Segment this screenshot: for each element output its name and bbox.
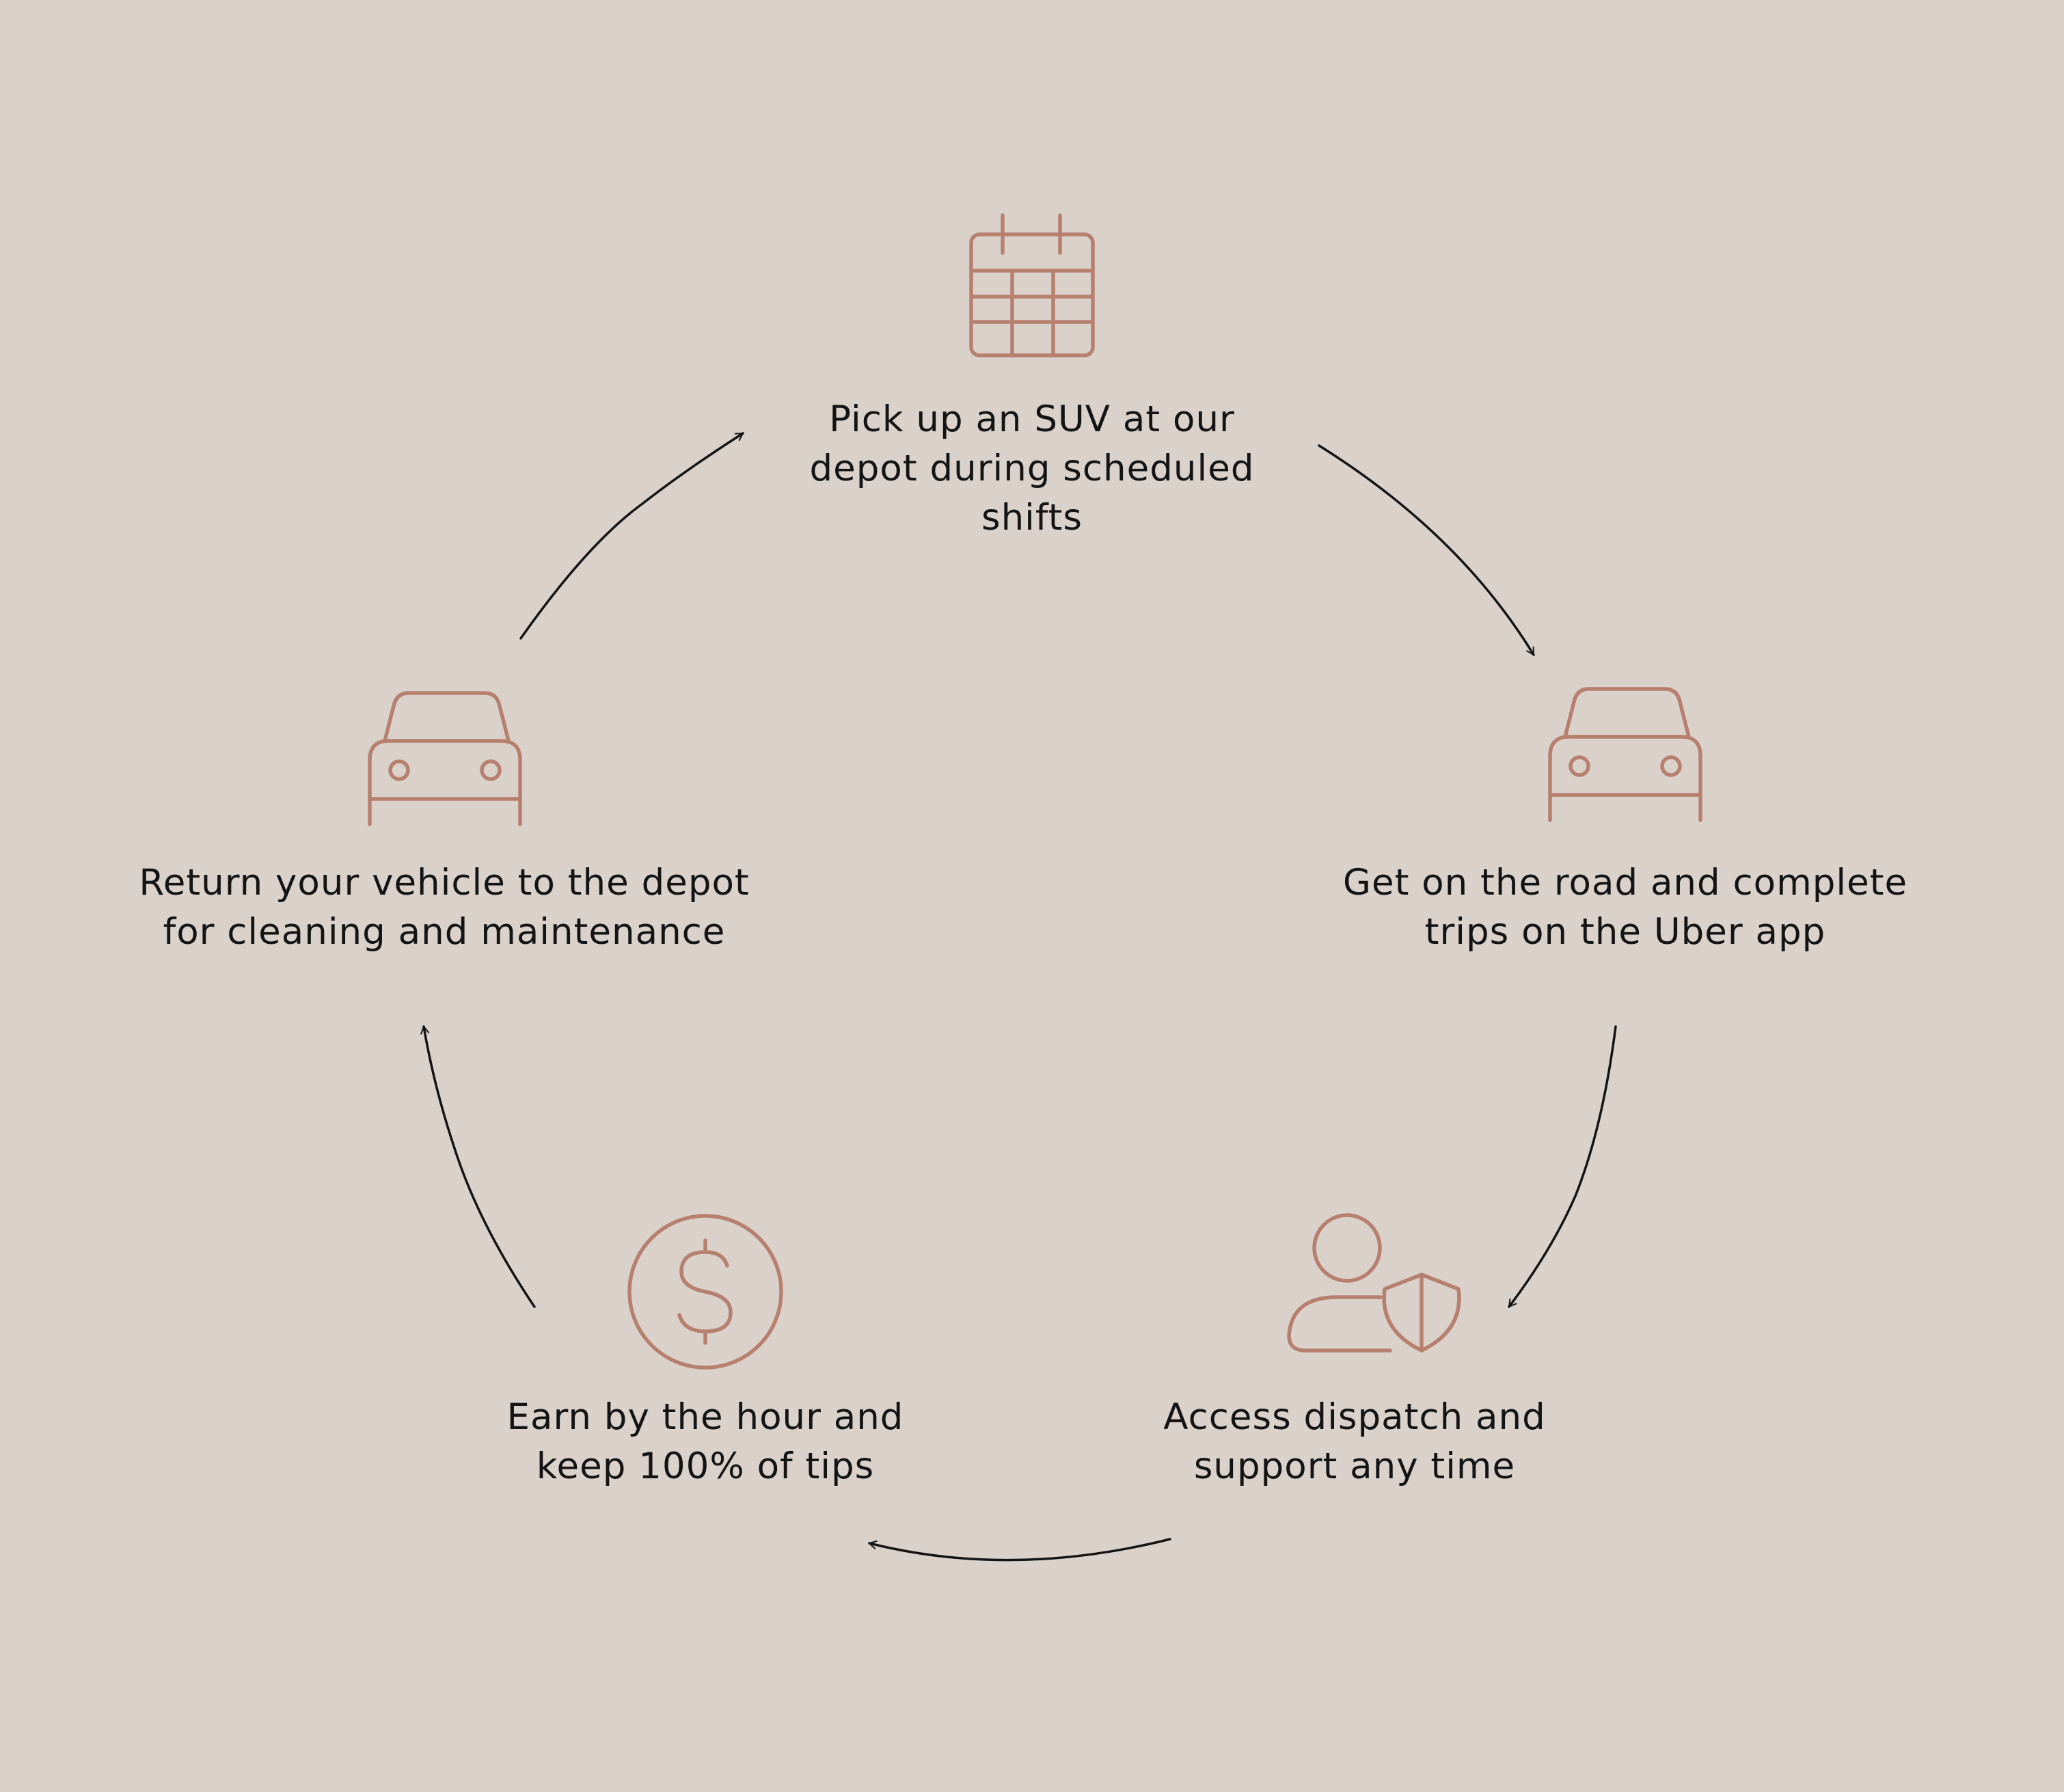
step-label-road: Get on the road and complete trips on th… bbox=[1342, 862, 1908, 953]
arrow-return-to-pickup bbox=[519, 432, 744, 640]
user-shield-icon bbox=[1287, 1213, 1461, 1353]
step-label-earn: Earn by the hour and keep 100% of tips bbox=[506, 1396, 904, 1487]
arrow-dispatch-to-earn bbox=[868, 1538, 1171, 1562]
arrow-pickup-to-road bbox=[1318, 444, 1535, 656]
step-label-pickup: Pick up an SUV at our depot during sched… bbox=[809, 398, 1255, 539]
car-icon bbox=[368, 691, 522, 826]
arrow-road-to-dispatch bbox=[1508, 1025, 1617, 1308]
step-label-dispatch: Access dispatch and support any time bbox=[1163, 1396, 1546, 1487]
arrow-earn-to-return bbox=[420, 1025, 536, 1308]
car-icon bbox=[1548, 687, 1702, 822]
dollar-circle-icon bbox=[627, 1214, 783, 1370]
step-label-return: Return your vehicle to the depot for cle… bbox=[139, 862, 750, 953]
calendar-icon bbox=[969, 213, 1095, 357]
